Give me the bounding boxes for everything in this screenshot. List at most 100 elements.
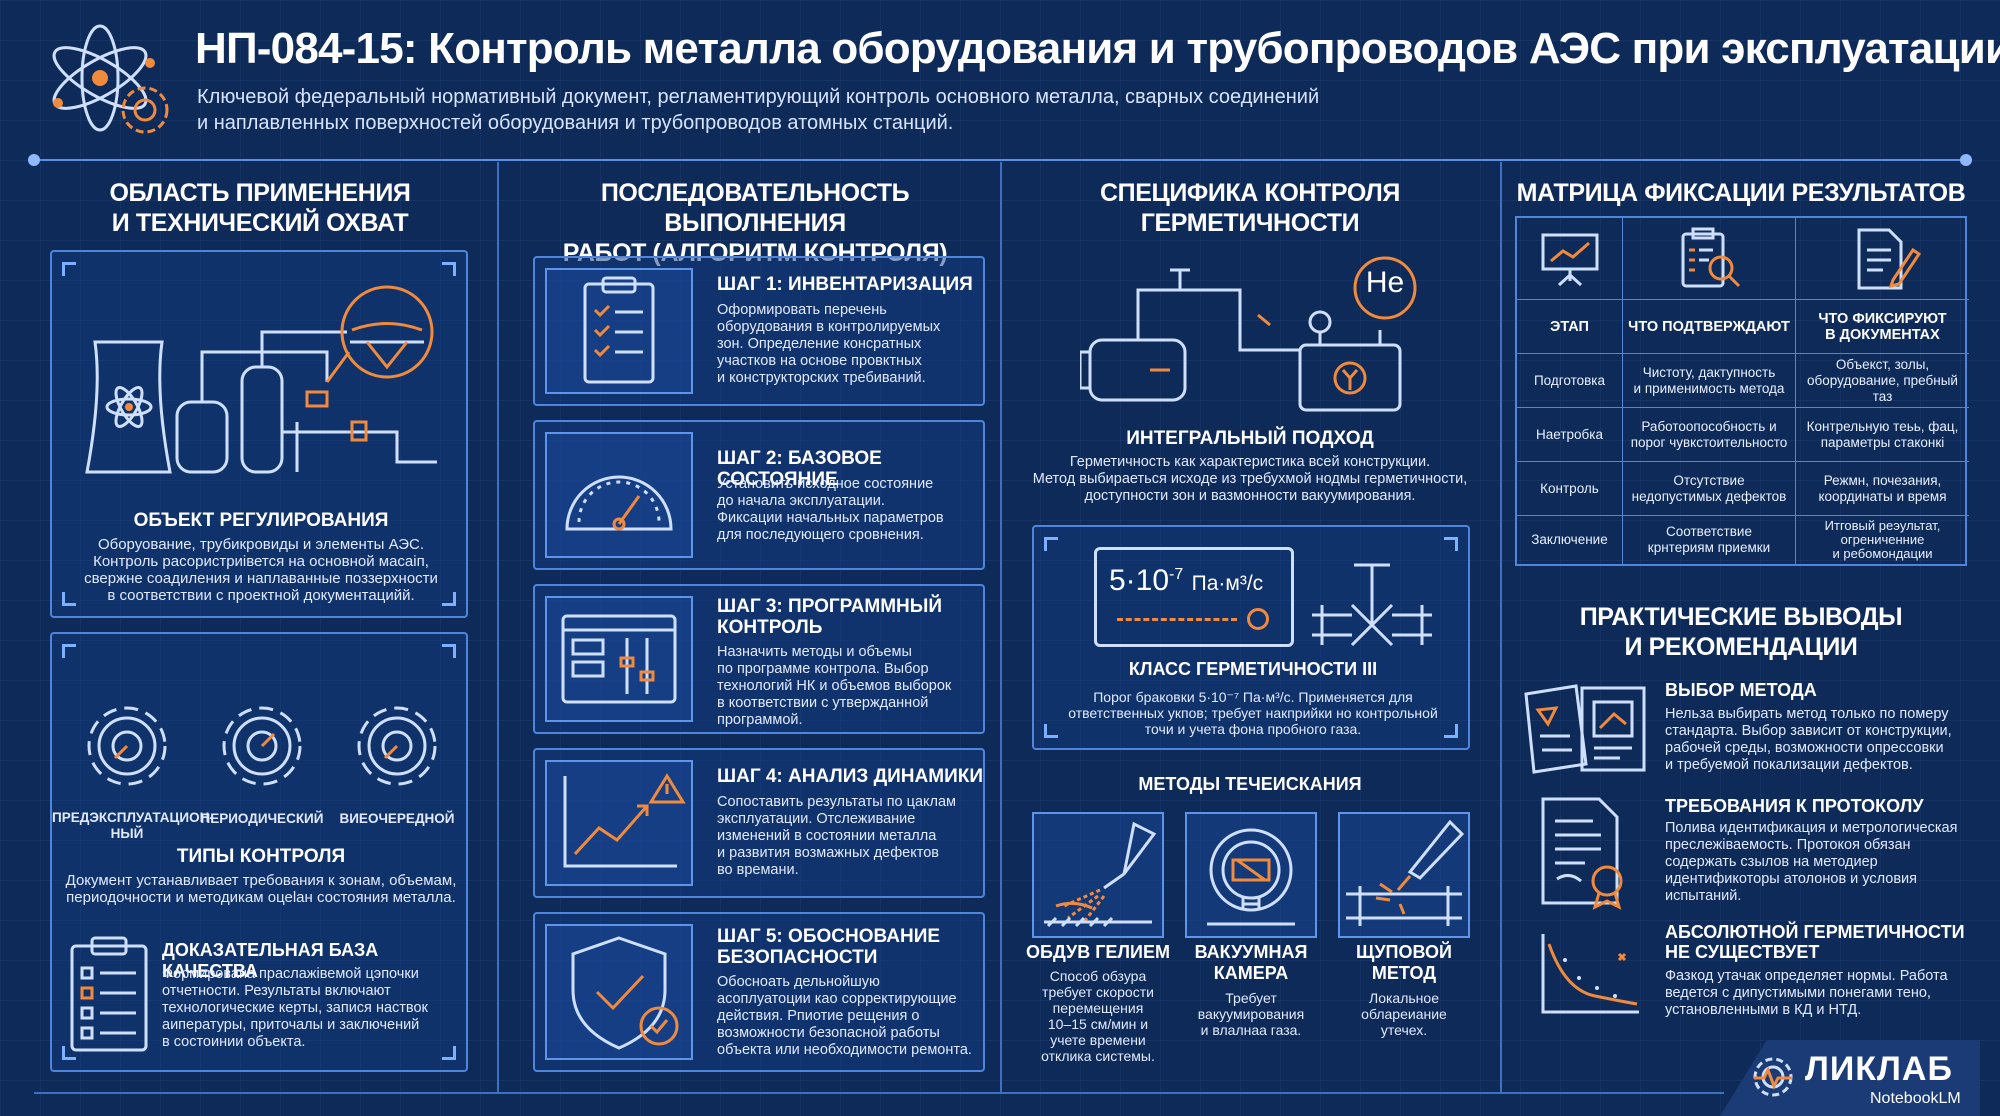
clipboard-search-icon xyxy=(1623,218,1796,300)
object-panel: ОБЪЕКТ РЕГУЛИРОВАНИЯ Оборуование, трубик… xyxy=(50,250,468,618)
power-plant-icon xyxy=(67,272,457,482)
blueprint-documents-icon xyxy=(1520,680,1655,780)
trend-warning-icon xyxy=(545,760,693,886)
matrix-record: Контрельную теьь, фац,параметры стаконкі xyxy=(1796,408,1969,462)
vacuum-chamber-icon xyxy=(1185,812,1317,938)
matrix-record: Режмн, почезания,координаты и время xyxy=(1796,462,1969,516)
integral-heading: ИНТЕГРАЛЬНЫЙ ПОДХОД xyxy=(1126,428,1374,449)
method-heading: ОБДУВ ГЕЛИЕМ xyxy=(1026,942,1170,962)
type-periodic: ПЕРИОДИЧЕСКИЙ xyxy=(200,811,324,826)
step-heading: ШАГ 4: АНАЛИЗ ДИНАМИКИ xyxy=(717,766,983,787)
rec-heading: ВЫБОР МЕТОДА xyxy=(1665,680,1817,700)
leak-class-heading: КЛАСС ГЕРМЕТИЧНОСТИ III xyxy=(1128,659,1378,679)
document-pen-icon xyxy=(1796,218,1969,300)
matrix-stage: Наетробка xyxy=(1517,408,1623,462)
protocol-certificate-icon xyxy=(1535,795,1635,910)
leak-class-text: Порог браковки 5·10⁻⁷ Па·м³/с. Применяет… xyxy=(1068,689,1438,737)
helium-label: He xyxy=(1365,266,1405,299)
page-subtitle: Ключевой федеральный нормативный докумен… xyxy=(197,86,1320,134)
step-2: ШАГ 2: БАЗОВОЕ СОСТОЯНИЕ Установить исхо… xyxy=(533,420,985,570)
step-1: ШАГ 1: ИНВЕНТАРИЗАЦИЯ Оформировать переч… xyxy=(533,256,985,406)
page-title: НП-084-15: Контроль металла оборудования… xyxy=(195,24,2000,73)
step-4: ШАГ 4: АНАЛИЗ ДИНАМИКИ Сопоставить резул… xyxy=(533,748,985,898)
quality-heading: ДОКАЗАТЕЛЬНАЯ БАЗА КАЧЕСТВА xyxy=(162,940,379,981)
footer-line xyxy=(34,1092,1724,1094)
matrix-record: Объекст, золы,оборудование, пребный таз xyxy=(1796,354,1969,408)
shield-check-icon xyxy=(545,924,693,1060)
clipboard-icon xyxy=(64,934,154,1054)
col3-title: СПЕЦИФИКА КОНТРОЛЯ ГЕРМЕТИЧНОСТИ xyxy=(1099,179,1400,237)
divider-dot xyxy=(1960,154,1972,166)
brand-notebooklm: NotebookLM xyxy=(1870,1090,1961,1107)
object-text: Оборуование, трубикровиды и элементы АЭС… xyxy=(84,536,438,604)
sniffer-probe-icon xyxy=(1338,812,1470,938)
decay-chart-icon xyxy=(1535,930,1645,1020)
leak-rate-display: 5·10-7 Па·м³/с xyxy=(1094,547,1294,647)
column-divider xyxy=(1500,162,1502,1092)
step-heading: ШАГ 2: БАЗОВОЕ СОСТОЯНИЕ xyxy=(717,448,882,490)
valve-icon xyxy=(1312,545,1432,655)
types-panel: ПРЕДЭКСПЛУАТАЦИОН-НЫЙ ПЕРИОДИЧЕСКИЙ ВИЕО… xyxy=(50,632,468,1072)
step-heading: ШАГ 1: ИНВЕНТАРИЗАЦИЯ xyxy=(717,274,973,295)
type-unscheduled: ВИЕОЧЕРЕДНОЙ xyxy=(339,811,455,826)
header: НП-084-15: Контроль металла оборудования… xyxy=(0,0,2000,150)
leak-class-panel: 5·10-7 Па·м³/с КЛАСС ГЕРМЕТИЧНОСТИ III П… xyxy=(1032,525,1470,750)
recommendations-title: ПРАКТИЧЕСКИЕ ВЫВОДЫ И РЕКОМЕНДАЦИИ xyxy=(1579,603,1903,661)
header-divider xyxy=(34,159,1966,161)
col2-title: ПОСЛЕДОВАТЕЛЬНОСТЬ ВЫПОЛНЕНИЯ РАБОТ (АЛГ… xyxy=(562,179,948,267)
control-panel-icon xyxy=(545,596,693,722)
col1-title: ОБЛАСТЬ ПРИМЕНЕНИЯ И ТЕХНИЧЕСКИЙ ОХВАТ xyxy=(109,179,411,237)
types-text: Документ устанавливает требования к зона… xyxy=(65,872,457,906)
types-heading: ТИПЫ КОНТРОЛЯ xyxy=(176,846,346,867)
checklist-icon xyxy=(545,268,693,394)
matrix-stage: Контроль xyxy=(1517,462,1623,516)
gear-icon xyxy=(212,696,312,796)
matrix-stage: Подготовка xyxy=(1517,354,1623,408)
column-divider xyxy=(497,162,499,1092)
helium-spray-icon xyxy=(1032,812,1164,938)
gear-icon xyxy=(347,696,447,796)
leak-test-equipment-icon xyxy=(1080,250,1440,420)
gear-icon xyxy=(77,696,177,796)
brand-name: ЛИКЛАБ xyxy=(1805,1050,1953,1088)
type-preoperational: ПРЕДЭКСПЛУАТАЦИОН-НЫЙ xyxy=(52,810,214,841)
object-heading: ОБЪЕКТ РЕГУЛИРОВАНИЯ xyxy=(133,510,389,531)
atom-gear-logo-icon xyxy=(40,18,180,143)
presentation-icon xyxy=(1517,218,1623,300)
col4-title: МАТРИЦА ФИКСАЦИИ РЕЗУЛЬТАТОВ xyxy=(1516,179,1966,207)
integral-text: Герметичность как характеристика всей ко… xyxy=(1032,454,1468,504)
divider-dot xyxy=(28,154,40,166)
methods-title: МЕТОДЫ ТЕЧЕИСКАНИЯ xyxy=(1138,774,1362,794)
matrix-stage: Заключение xyxy=(1517,516,1623,564)
column-divider xyxy=(1000,162,1002,1092)
matrix-header-confirm: ЧТО ПОДТВЕРЖДАЮТ xyxy=(1623,300,1796,354)
gear-logo-icon xyxy=(1748,1052,1798,1102)
rec-heading: ТРЕБОВАНИЯ К ПРОТОКОЛУ xyxy=(1665,796,1924,816)
gauge-icon xyxy=(545,432,693,558)
